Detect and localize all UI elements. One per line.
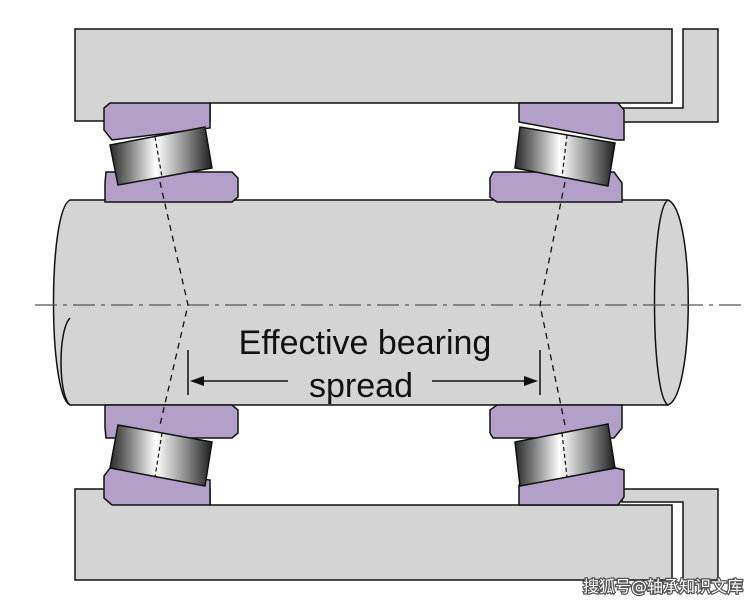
watermark: 搜狐号@轴承知识文库 <box>583 577 743 596</box>
roller-top-right <box>514 126 616 187</box>
spread-label-line1: Effective bearing <box>239 324 492 362</box>
roller-bottom-right <box>514 423 616 487</box>
roller-bottom-left <box>109 424 213 487</box>
roller-top-left <box>109 126 213 186</box>
shaft-right-end <box>653 199 669 406</box>
arrowhead-icon <box>190 376 204 386</box>
outer-race-top-right <box>518 102 625 141</box>
spread-label-line2: spread <box>309 367 413 405</box>
pressure-line-right <box>539 181 566 426</box>
shaft-left-end <box>60 317 71 406</box>
bottom-housing-end <box>621 488 719 581</box>
outer-race-bottom-right <box>518 467 625 506</box>
pressure-line-left <box>159 181 189 426</box>
arrowhead-icon <box>524 376 538 386</box>
